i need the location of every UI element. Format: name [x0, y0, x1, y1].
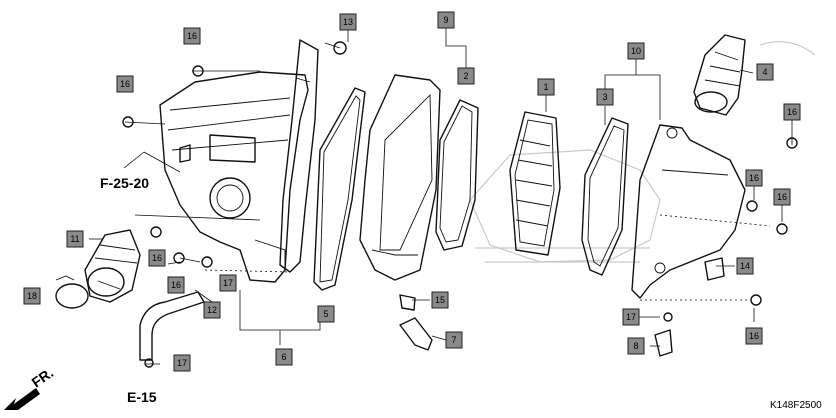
svg-text:6: 6	[281, 352, 286, 362]
callout-7[interactable]: 7	[445, 331, 463, 349]
callout-4[interactable]: 4	[756, 63, 774, 81]
callout-16g[interactable]: 16	[167, 276, 185, 294]
gasket-3	[581, 117, 629, 276]
tube-12	[139, 291, 205, 361]
svg-text:3: 3	[602, 92, 607, 102]
callout-17b[interactable]: 17	[173, 354, 191, 372]
svg-text:10: 10	[631, 46, 641, 56]
ref-f25-20: F-25-20	[100, 175, 149, 191]
callout-16f[interactable]: 16	[148, 249, 166, 267]
cover-bracket	[279, 39, 319, 273]
callout-16e[interactable]: 16	[773, 188, 791, 206]
svg-text:14: 14	[740, 261, 750, 271]
diagram-code: K148F2500	[770, 400, 822, 411]
tube-4	[693, 34, 746, 116]
fr-arrow-icon	[4, 388, 40, 410]
svg-text:16: 16	[787, 107, 797, 117]
svg-text:8: 8	[633, 341, 638, 351]
callouts: 13 9 10 16 16 1 2 3 4 16 16 16 11 16 17 …	[23, 11, 801, 372]
seal-5	[313, 87, 366, 291]
callout-5[interactable]: 5	[317, 305, 335, 323]
callout-6[interactable]: 6	[275, 348, 293, 366]
svg-text:17: 17	[223, 278, 233, 288]
watermark	[469, 41, 816, 263]
callout-15[interactable]: 15	[431, 291, 449, 309]
svg-text:16: 16	[152, 253, 162, 263]
svg-text:16: 16	[749, 331, 759, 341]
callout-17a[interactable]: 17	[219, 274, 237, 292]
callout-10[interactable]: 10	[627, 42, 645, 60]
callout-16c[interactable]: 16	[783, 103, 801, 121]
svg-text:4: 4	[762, 67, 767, 77]
fasteners	[122, 41, 798, 368]
svg-text:16: 16	[187, 31, 197, 41]
callout-12[interactable]: 12	[203, 301, 221, 319]
clamp-18	[55, 275, 89, 309]
duct-11	[84, 229, 141, 303]
cover-10	[631, 124, 746, 299]
callout-16h[interactable]: 16	[745, 327, 763, 345]
callout-11[interactable]: 11	[66, 230, 84, 248]
callout-8[interactable]: 8	[627, 337, 645, 355]
svg-text:16: 16	[171, 280, 181, 290]
ref-fr: FR.	[29, 364, 57, 390]
callout-16a[interactable]: 16	[183, 27, 201, 45]
air-cleaner-housing	[159, 71, 309, 283]
callout-16b[interactable]: 16	[116, 75, 134, 93]
element-holder	[359, 74, 441, 281]
dashed-lines	[204, 214, 771, 301]
gasket-2	[435, 99, 479, 251]
svg-text:16: 16	[777, 192, 787, 202]
svg-text:12: 12	[207, 305, 217, 315]
svg-text:17: 17	[177, 358, 187, 368]
callout-14[interactable]: 14	[736, 257, 754, 275]
svg-text:9: 9	[443, 15, 448, 25]
callout-3[interactable]: 3	[596, 88, 614, 106]
callout-1[interactable]: 1	[537, 78, 555, 96]
callout-16d[interactable]: 16	[745, 169, 763, 187]
air-element-1	[509, 111, 561, 256]
callout-2[interactable]: 2	[457, 67, 475, 85]
callout-17c[interactable]: 17	[622, 308, 640, 326]
ref-e15: E-15	[127, 389, 157, 405]
svg-text:16: 16	[120, 79, 130, 89]
leader-lines	[89, 27, 793, 365]
small-parts	[399, 257, 725, 357]
svg-text:11: 11	[70, 234, 79, 244]
callout-9[interactable]: 9	[437, 11, 455, 29]
callout-13[interactable]: 13	[339, 13, 357, 31]
svg-text:2: 2	[463, 71, 468, 81]
svg-text:7: 7	[451, 335, 456, 345]
svg-text:13: 13	[343, 17, 353, 27]
svg-text:5: 5	[323, 309, 328, 319]
svg-text:17: 17	[626, 312, 636, 322]
callout-18[interactable]: 18	[23, 287, 41, 305]
svg-text:1: 1	[543, 82, 548, 92]
svg-text:15: 15	[435, 295, 445, 305]
svg-text:16: 16	[749, 173, 759, 183]
svg-text:18: 18	[27, 291, 37, 301]
